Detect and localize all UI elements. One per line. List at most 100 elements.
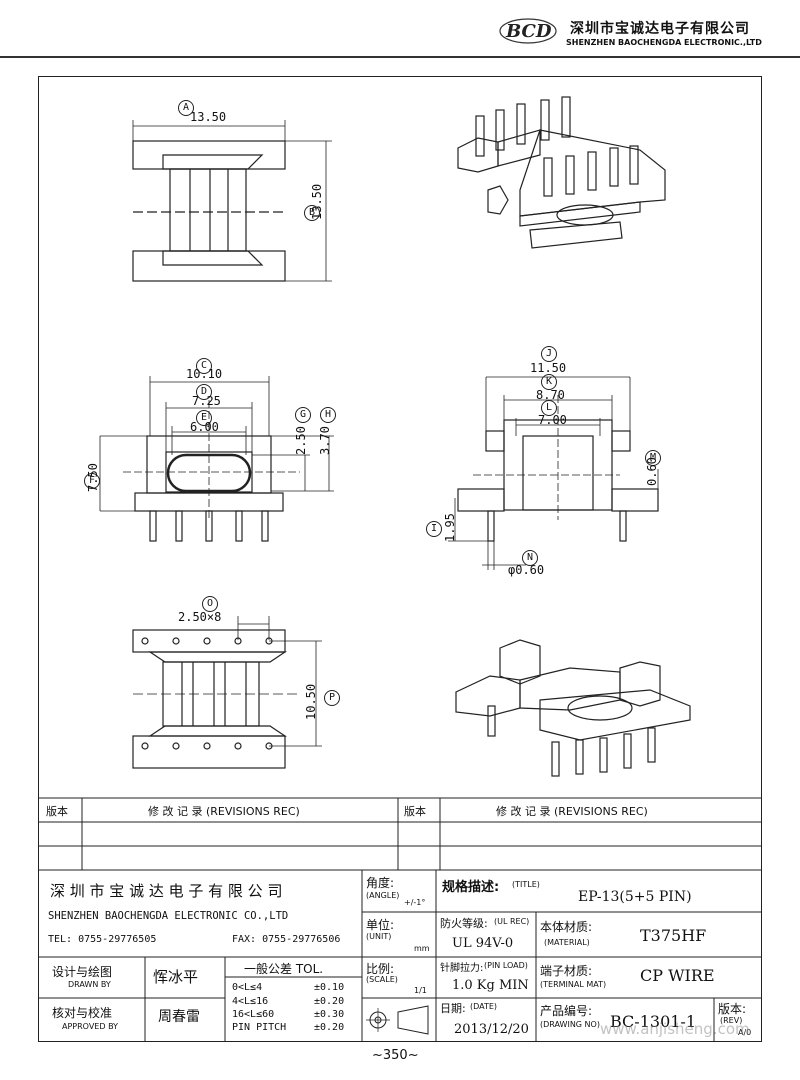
dim-P-value: 10.50 [304, 683, 318, 720]
tb-tol-range-0: 0<L≤4 [232, 982, 263, 993]
tb-rev-en: (REV) [720, 1016, 743, 1025]
tb-material-val: T375HF [640, 926, 707, 945]
bottom-view [132, 616, 322, 769]
tb-date-cn: 日期: [440, 1002, 466, 1015]
tb-unit-en: (UNIT) [366, 932, 392, 941]
tb-date-val: 2013/12/20 [454, 1022, 529, 1037]
tb-pinload-en: (PIN LOAD) [484, 961, 528, 970]
dim-F-value: 7.50 [86, 463, 100, 492]
dim-G-label: G [295, 407, 311, 423]
tb-date-en: (DATE) [470, 1002, 498, 1011]
dim-J-label: J [541, 346, 557, 362]
dim-O-label: O [202, 596, 218, 612]
tb-approved-en: APPROVED BY [62, 1022, 119, 1031]
dim-I-value: 1.95 [443, 513, 457, 542]
header-company-en: SHENZHEN BAOCHENGDA ELECTRONIC.,LTD [566, 38, 762, 47]
tb-tol-range-1: 4<L≤16 [232, 996, 269, 1007]
tb-drawn-en: DRAWN BY [68, 980, 111, 989]
watermark: www.anjisheng.com [600, 1020, 750, 1038]
rev-col-right: 版本 [404, 805, 426, 818]
tb-pinload-cn: 针脚拉力: [440, 963, 484, 974]
logo-text: BCD [505, 21, 552, 42]
dim-N-value: φ0.60 [508, 563, 545, 577]
front-view [99, 376, 334, 542]
tb-fax: FAX: 0755-29776506 [232, 934, 341, 945]
tb-rev-val: A/0 [738, 1028, 752, 1037]
tb-tol-title: 一般公差 TOL. [244, 962, 324, 976]
rev-col-left: 版本 [46, 805, 68, 818]
dim-K-value: 8.70 [536, 388, 565, 402]
dim-C-label: C [196, 358, 212, 374]
tb-tol-val-3: ±0.20 [314, 1022, 345, 1033]
tb-drawing-no-en: (DRAWING NO) [540, 1020, 600, 1029]
tb-scale-cn: 比例: [366, 962, 395, 976]
tb-scale-val: 1/1 [414, 986, 427, 995]
tb-material-en: (MATERIAL) [544, 938, 590, 947]
company-logo: BCD [498, 14, 558, 48]
tb-rev-cn: 版本: [718, 1002, 747, 1016]
dim-J-value: 11.50 [530, 361, 567, 375]
isometric-view-top [457, 96, 666, 249]
dim-F-label: F [84, 473, 100, 489]
tb-drawing-no-val: BC-1301-1 [610, 1012, 697, 1031]
dim-A-label: A [178, 100, 194, 116]
tb-tol-val-0: ±0.10 [314, 982, 345, 993]
dim-K-label: K [541, 374, 557, 390]
top-view [132, 120, 332, 282]
dim-I-label: I [426, 521, 442, 537]
tb-company-en: SHENZHEN BAOCHENGDA ELECTRONIC CO.,LTD [48, 910, 289, 922]
tb-drawing-no-cn: 产品编号: [540, 1004, 593, 1018]
tb-terminal-val: CP WIRE [640, 966, 715, 985]
dim-D-label: D [196, 384, 212, 400]
tb-tol-range-3: PIN PITCH [232, 1022, 287, 1033]
tb-material-cn: 本体材质: [540, 920, 593, 934]
tb-angle-en: (ANGLE) [366, 891, 400, 900]
tb-tol-val-2: ±0.30 [314, 1009, 345, 1020]
header-company-cn: 深圳市宝诚达电子有限公司 [570, 21, 750, 37]
drawing-frame [38, 76, 762, 1042]
isometric-view-bottom [455, 639, 691, 777]
tb-tol-range-2: 16<L≤60 [232, 1009, 275, 1020]
header-rule [0, 56, 800, 58]
side-view [448, 376, 659, 570]
dim-P-label: P [324, 690, 340, 706]
dim-M-label: M [645, 450, 661, 466]
dim-D-value: 7.25 [192, 394, 221, 408]
dim-M-value: 0.60 [645, 457, 659, 486]
dim-L-value: 7.00 [538, 413, 567, 427]
tb-approved-cn: 核对与校准 [52, 1006, 113, 1020]
tb-angle-val: +/-1° [404, 898, 426, 907]
bcd-logo-icon: BCD [499, 18, 557, 44]
dim-E-label: E [196, 410, 212, 426]
tb-drawn-cn: 设计与绘图 [52, 965, 113, 979]
tb-unit-val: mm [414, 944, 430, 953]
dim-E-value: 6.00 [190, 420, 219, 434]
tb-title-en: (TITLE) [512, 880, 540, 889]
tb-scale-en: (SCALE) [366, 975, 398, 984]
page-number: ~350~ [372, 1048, 419, 1063]
tb-angle-cn: 角度: [366, 876, 395, 890]
revision-table-lines [38, 797, 762, 871]
tb-terminal-cn: 端子材质: [540, 964, 593, 978]
tb-approved-name: 周春雷 [158, 1009, 200, 1025]
tb-drawn-name: 恽冰平 [153, 968, 199, 986]
dim-L-label: L [541, 400, 557, 416]
dim-H-label: H [320, 407, 336, 423]
tb-tol-val-1: ±0.20 [314, 996, 345, 1007]
dim-B-label: B [304, 205, 320, 221]
tb-ul-cn: 防火等级: [440, 917, 488, 930]
tb-pinload-val: 1.0 Kg MIN [452, 978, 529, 993]
title-block-lines [38, 870, 762, 1042]
dim-N-label: N [522, 550, 538, 566]
dim-G-value: 2.50 [294, 426, 308, 455]
tb-tel: TEL: 0755-29776505 [48, 934, 157, 945]
dim-H-value: 3.70 [318, 426, 332, 455]
tb-terminal-en: (TERMINAL MAT) [540, 980, 607, 989]
dim-A-value: 13.50 [190, 110, 227, 124]
tb-ul-en: (UL REC) [494, 917, 530, 926]
tb-title-cn: 规格描述: [442, 880, 500, 895]
tb-company-cn: 深 圳 市 宝 诚 达 电 子 有 限 公 司 [50, 882, 283, 900]
tb-unit-cn: 单位: [366, 918, 395, 932]
dim-B-value: 13.50 [310, 183, 324, 220]
